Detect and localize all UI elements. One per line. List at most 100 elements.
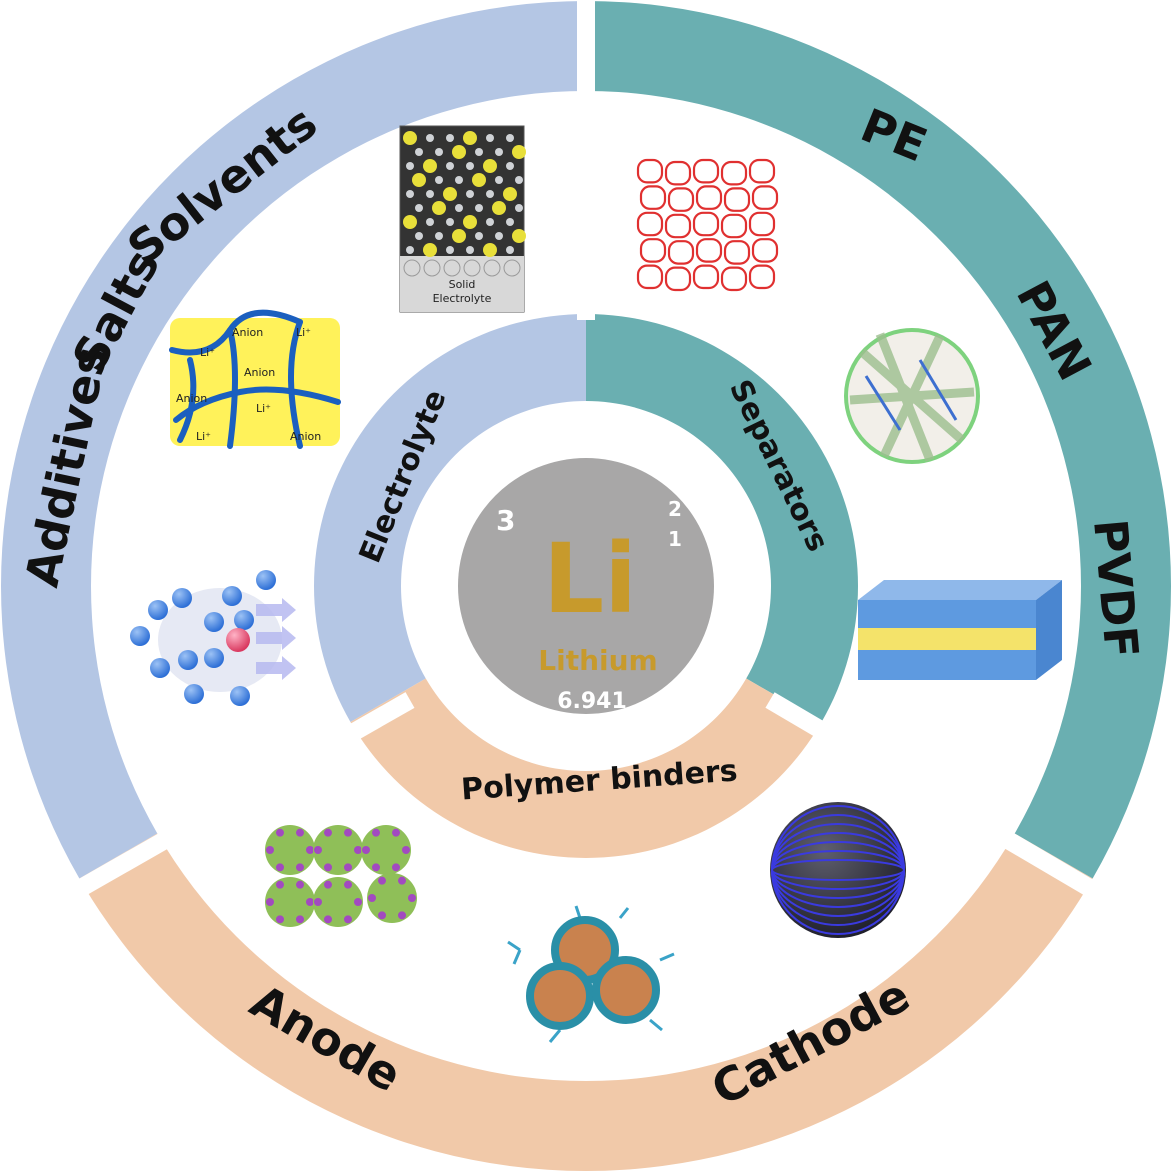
solid-electrolyte-particle: [463, 131, 477, 145]
binder-dot: [266, 846, 274, 854]
pe-pore: [692, 264, 720, 290]
pe-pore: [695, 185, 723, 210]
pe-pore: [639, 238, 667, 263]
solid-caption-1: Solid: [449, 278, 476, 291]
solid-electrolyte-particle: [455, 176, 463, 184]
solid-electrolyte-particle: [455, 204, 463, 212]
solid-electrolyte-cell: [463, 259, 481, 277]
binder-dot: [324, 863, 332, 872]
solid-electrolyte-particle: [486, 190, 494, 198]
element-name: Lithium: [538, 644, 657, 677]
binder-dot: [378, 911, 386, 920]
binder-dot: [378, 876, 386, 885]
solid-electrolyte-particle: [435, 232, 443, 240]
pe-pore: [748, 264, 776, 290]
anion-sphere: [148, 600, 168, 620]
binder-dot: [362, 846, 370, 854]
anode-particle: [313, 825, 363, 875]
li-label-3: Li⁺: [256, 402, 271, 415]
pe-pore: [636, 264, 664, 290]
pe-pore: [695, 238, 723, 263]
solid-electrolyte-particle: [432, 201, 446, 215]
binder-dot: [398, 876, 406, 885]
anion-sphere: [130, 626, 150, 646]
segment-dividers: [55, 0, 1115, 908]
solid-electrolyte-particle: [495, 148, 503, 156]
inner-segment-binders: [350, 678, 822, 858]
binder-dot: [392, 863, 400, 872]
anion-label-1: Anion: [232, 326, 263, 339]
binder-dot: [368, 894, 376, 902]
binder-dot: [306, 898, 314, 906]
inner-segment-electrolyte: [314, 314, 586, 722]
binder-dot: [276, 863, 284, 872]
lithium-ion-sphere: [226, 628, 250, 652]
anion-sphere: [150, 658, 170, 678]
binder-dot: [354, 898, 362, 906]
solid-electrolyte-particle: [412, 173, 426, 187]
anion-sphere: [256, 570, 276, 590]
outer-segment-separators: [586, 1, 1171, 879]
outer-segment-binders: [79, 833, 1093, 1171]
pe-pore: [720, 160, 748, 186]
cathode-binder-line: [771, 805, 905, 935]
solid-electrolyte-particle: [415, 204, 423, 212]
pe-pore: [664, 213, 692, 239]
pvdf-layer-illustration: [858, 580, 1062, 680]
pe-pore: [720, 266, 748, 292]
binder-dot: [408, 894, 416, 902]
solid-electrolyte-particle: [512, 229, 526, 243]
binder-dot: [296, 828, 304, 837]
solid-electrolyte-particle: [423, 243, 437, 257]
shell-electrons-2: 1: [668, 527, 682, 551]
anion-label-3: Anion: [176, 392, 207, 405]
solid-electrolyte-particle: [463, 215, 477, 229]
solid-electrolyte-particle: [506, 134, 514, 142]
binder-dot: [276, 828, 284, 837]
solid-electrolyte-cell: [423, 259, 441, 277]
binder-dot: [276, 880, 284, 889]
solid-electrolyte-particle: [403, 131, 417, 145]
solid-electrolyte-cell: [403, 259, 421, 277]
binder-dot: [372, 828, 380, 837]
solid-electrolyte-particle: [452, 229, 466, 243]
solid-electrolyte-particle: [506, 162, 514, 170]
solid-electrolyte-particle: [415, 232, 423, 240]
solid-electrolyte-particle: [406, 190, 414, 198]
binder-dot: [402, 846, 410, 854]
solid-electrolyte-particle: [492, 201, 506, 215]
solid-electrolyte-particle: [503, 187, 517, 201]
binder-dot: [398, 911, 406, 920]
anion-sphere: [222, 586, 242, 606]
anode-particle: [265, 825, 315, 875]
anion-sphere: [178, 650, 198, 670]
solid-electrolyte-particle: [512, 145, 526, 159]
solid-electrolyte-particle: [426, 190, 434, 198]
binder-dot: [344, 828, 352, 837]
pe-pore: [636, 158, 664, 184]
solid-electrolyte-particle: [443, 187, 457, 201]
binder-dot: [276, 915, 284, 924]
pe-pore: [664, 266, 692, 292]
binder-dot: [296, 880, 304, 889]
binder-dot: [266, 898, 274, 906]
pe-pore: [692, 211, 720, 237]
element-symbol: Li: [543, 523, 637, 635]
pe-pore: [667, 240, 695, 265]
li-label-2: Li⁺: [296, 326, 311, 339]
pe-pore: [723, 240, 751, 265]
pe-pore: [751, 185, 779, 210]
cathode-particle-illustration: [770, 802, 906, 938]
pe-pore: [639, 185, 667, 210]
binder-dot: [324, 915, 332, 924]
solid-electrolyte-particle: [466, 246, 474, 254]
solid-electrolyte-particle: [475, 204, 483, 212]
binder-dot: [324, 828, 332, 837]
anion-sphere: [234, 610, 254, 630]
binder-cluster-illustration: [507, 905, 675, 1043]
pe-pore: [748, 158, 776, 184]
solid-electrolyte-particle: [475, 232, 483, 240]
solid-electrolyte-particle: [406, 162, 414, 170]
